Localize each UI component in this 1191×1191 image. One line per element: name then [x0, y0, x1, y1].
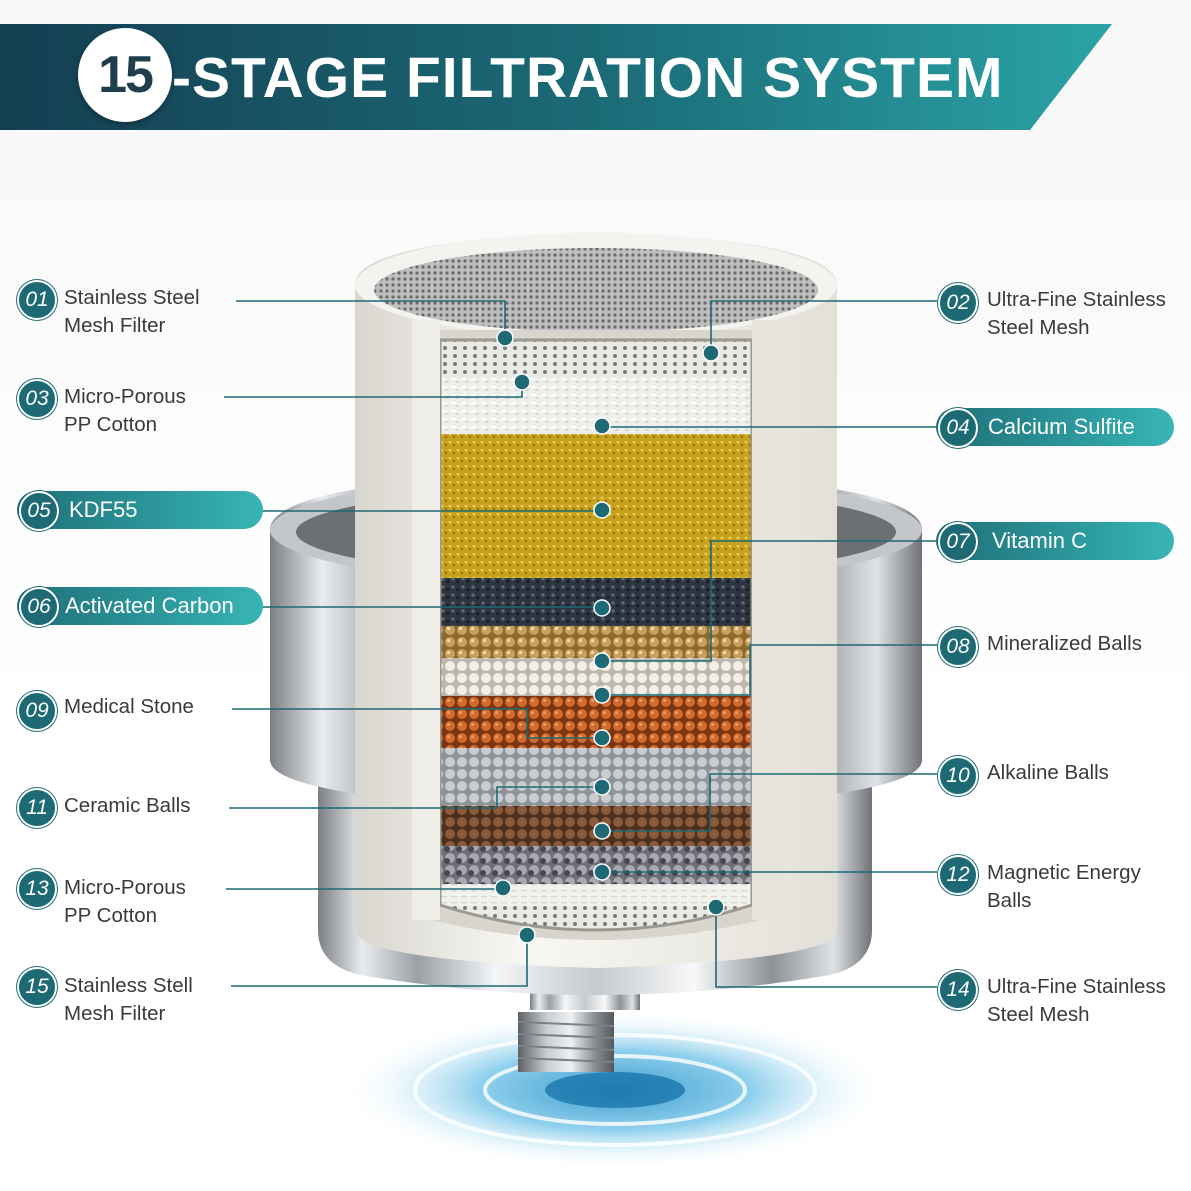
- stage-number-08: 08: [938, 627, 978, 667]
- stage-name-15-line1: Stainless Stell: [64, 974, 193, 997]
- stage-number-09: 09: [17, 691, 57, 731]
- stage-label-06: 06 Activated Carbon: [17, 587, 263, 627]
- stage-number-01: 01: [17, 280, 57, 320]
- stage-label-01: 01 Stainless Steel Mesh Filter: [17, 280, 247, 340]
- stage-name-07: Vitamin C: [992, 528, 1087, 553]
- stage-name-12-line1: Magnetic Energy: [987, 861, 1141, 884]
- stage-name-14-line2: Steel Mesh: [987, 1003, 1090, 1026]
- stage-number-13: 13: [17, 869, 57, 909]
- stage-count-badge: 15: [78, 28, 172, 122]
- stage-name-01-line1: Stainless Steel: [64, 286, 200, 309]
- stage-name-05: KDF55: [69, 497, 138, 522]
- stage-label-08: 08 Mineralized Balls: [938, 627, 1188, 687]
- stage-count-number: 15: [98, 46, 154, 104]
- stage-number-02: 02: [938, 283, 978, 323]
- stage-label-10: 10 Alkaline Balls: [938, 756, 1188, 816]
- stage-label-13: 13 Micro-Porous PP Cotton: [17, 869, 247, 929]
- stage-name-02-line2: Steel Mesh: [987, 316, 1090, 339]
- stage-number-07: 07: [938, 522, 978, 562]
- stage-label-15: 15 Stainless Stell Mesh Filter: [17, 967, 247, 1027]
- stage-name-02-line1: Ultra-Fine Stainless: [987, 288, 1166, 311]
- stage-name-13-line1: Micro-Porous: [64, 876, 186, 899]
- stage-name-15-line2: Mesh Filter: [64, 1002, 166, 1025]
- stage-name-06: Activated Carbon: [65, 593, 234, 618]
- stage-number-12: 12: [938, 855, 978, 895]
- stage-name-11: Ceramic Balls: [64, 794, 191, 817]
- stage-label-09: 09 Medical Stone: [17, 691, 247, 751]
- stage-label-12: 12 Magnetic Energy Balls: [938, 855, 1188, 915]
- stage-number-11: 11: [17, 788, 57, 828]
- stage-label-04: 04 Calcium Sulfite: [936, 408, 1174, 448]
- stage-number-06: 06: [19, 587, 59, 627]
- stage-name-09: Medical Stone: [64, 695, 194, 718]
- stage-name-04: Calcium Sulfite: [988, 414, 1135, 439]
- stage-name-12-line2: Balls: [987, 889, 1032, 912]
- stage-label-05: 05 KDF55: [17, 491, 263, 531]
- stage-label-03: 03 Micro-Porous PP Cotton: [17, 379, 247, 439]
- stage-name-13-line2: PP Cotton: [64, 904, 158, 927]
- stage-name-01-line2: Mesh Filter: [64, 314, 166, 337]
- stage-number-05: 05: [19, 491, 59, 531]
- stage-name-14-line1: Ultra-Fine Stainless: [987, 975, 1166, 998]
- stage-number-10: 10: [938, 756, 978, 796]
- title-banner: [0, 24, 1112, 130]
- stage-label-02: 02 Ultra-Fine Stainless Steel Mesh: [938, 283, 1188, 343]
- stage-label-11: 11 Ceramic Balls: [17, 788, 247, 848]
- stage-label-07: 07 Vitamin C: [936, 522, 1174, 562]
- stage-number-14: 14: [938, 970, 978, 1010]
- stage-number-04: 04: [938, 408, 978, 448]
- stage-name-03-line1: Micro-Porous: [64, 385, 186, 408]
- stage-name-08: Mineralized Balls: [987, 632, 1142, 655]
- stage-number-03: 03: [17, 379, 57, 419]
- stage-number-15: 15: [17, 967, 57, 1007]
- stage-name-03-line2: PP Cotton: [64, 413, 158, 436]
- stage-name-10: Alkaline Balls: [987, 761, 1109, 784]
- stage-label-14: 14 Ultra-Fine Stainless Steel Mesh: [938, 970, 1188, 1030]
- page-title: -STAGE FILTRATION SYSTEM: [172, 46, 1004, 110]
